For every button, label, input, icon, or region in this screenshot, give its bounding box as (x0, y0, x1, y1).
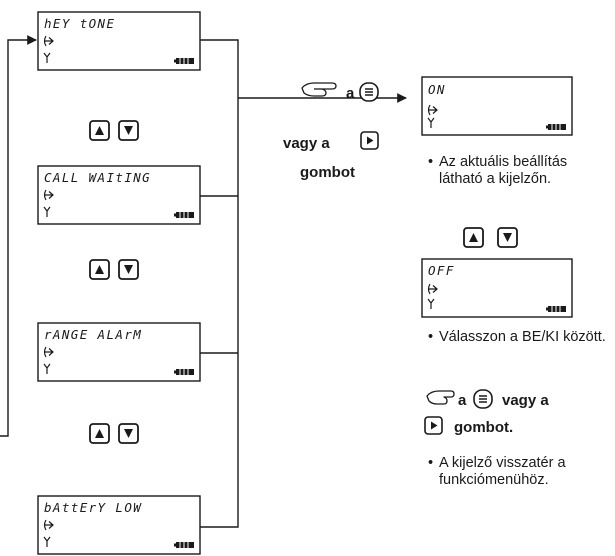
lcd-text: ON (428, 82, 446, 97)
arrow-icon (43, 35, 54, 47)
nav-buttons-3 (89, 423, 139, 444)
battery-icon (546, 306, 566, 312)
nav-buttons-2 (89, 259, 139, 280)
lcd-text: CALL WAItING (44, 170, 151, 185)
lcd-text: OFF (428, 263, 455, 278)
middle-or-label: vagy a (283, 135, 330, 152)
antenna-icon (427, 117, 435, 128)
battery-icon (174, 58, 194, 64)
up-arrow-button-icon (89, 120, 110, 141)
arrow-icon (427, 283, 438, 295)
lcd-text: bAttErY LOW (44, 500, 142, 515)
note-current-setting: • Az aktuális beállítás látható a kijelz… (428, 154, 613, 188)
note-text: Az aktuális beállítás látható a kijelzőn… (439, 154, 568, 187)
middle-button-label: gombot (300, 164, 355, 181)
arrow-icon (43, 346, 54, 358)
note-text: Válasszon a BE/KI között. (439, 329, 606, 345)
down-arrow-button-icon (118, 120, 139, 141)
note-or-label: vagy a (502, 392, 549, 409)
lcd-screen-battery-low: bAttErY LOW (37, 495, 201, 555)
antenna-icon (43, 363, 51, 374)
antenna-icon (427, 298, 435, 309)
loop-line (0, 35, 37, 437)
play-button-icon (424, 416, 443, 435)
arrow-icon (43, 189, 54, 201)
note-a-label: a (458, 392, 467, 409)
lcd-screen-range-alarm: rANGE ALArM (37, 322, 201, 382)
battery-icon (174, 212, 194, 218)
down-arrow-button-icon (118, 423, 139, 444)
note-button-label: gombot. (454, 419, 513, 436)
lcd-screen-off: OFF (421, 258, 573, 318)
up-arrow-button-icon (463, 227, 484, 248)
pointing-hand-icon (301, 82, 337, 97)
collector-lines (200, 39, 407, 528)
antenna-icon (43, 206, 51, 217)
note-choose: • Válasszon a BE/KI között. (428, 329, 613, 346)
antenna-icon (43, 52, 51, 63)
battery-icon (174, 369, 194, 375)
nav-buttons-1 (89, 120, 139, 141)
arrow-icon (43, 519, 54, 531)
pointing-hand-icon (426, 390, 455, 405)
value-nav-buttons (463, 227, 518, 248)
lcd-screen-call-waiting: CALL WAItING (37, 165, 201, 225)
down-arrow-button-icon (118, 259, 139, 280)
middle-a-label: a (346, 85, 355, 102)
up-arrow-button-icon (89, 423, 110, 444)
lcd-screen-key-tone: hEY tONE (37, 11, 201, 71)
battery-icon (174, 542, 194, 548)
down-arrow-button-icon (497, 227, 518, 248)
play-button-icon (360, 131, 379, 150)
lcd-screen-on: ON (421, 76, 573, 136)
battery-icon (546, 124, 566, 130)
lcd-text: rANGE ALArM (44, 327, 142, 342)
lcd-text: hEY tONE (44, 16, 115, 31)
note-text: A kijelző visszatér a funkciómenühöz. (439, 455, 566, 488)
menu-button-icon (359, 82, 379, 102)
arrow-icon (427, 104, 438, 116)
menu-button-icon (473, 389, 493, 409)
antenna-icon (43, 536, 51, 547)
note-return: • A kijelző visszatér a funkciómenühöz. (428, 455, 613, 489)
up-arrow-button-icon (89, 259, 110, 280)
